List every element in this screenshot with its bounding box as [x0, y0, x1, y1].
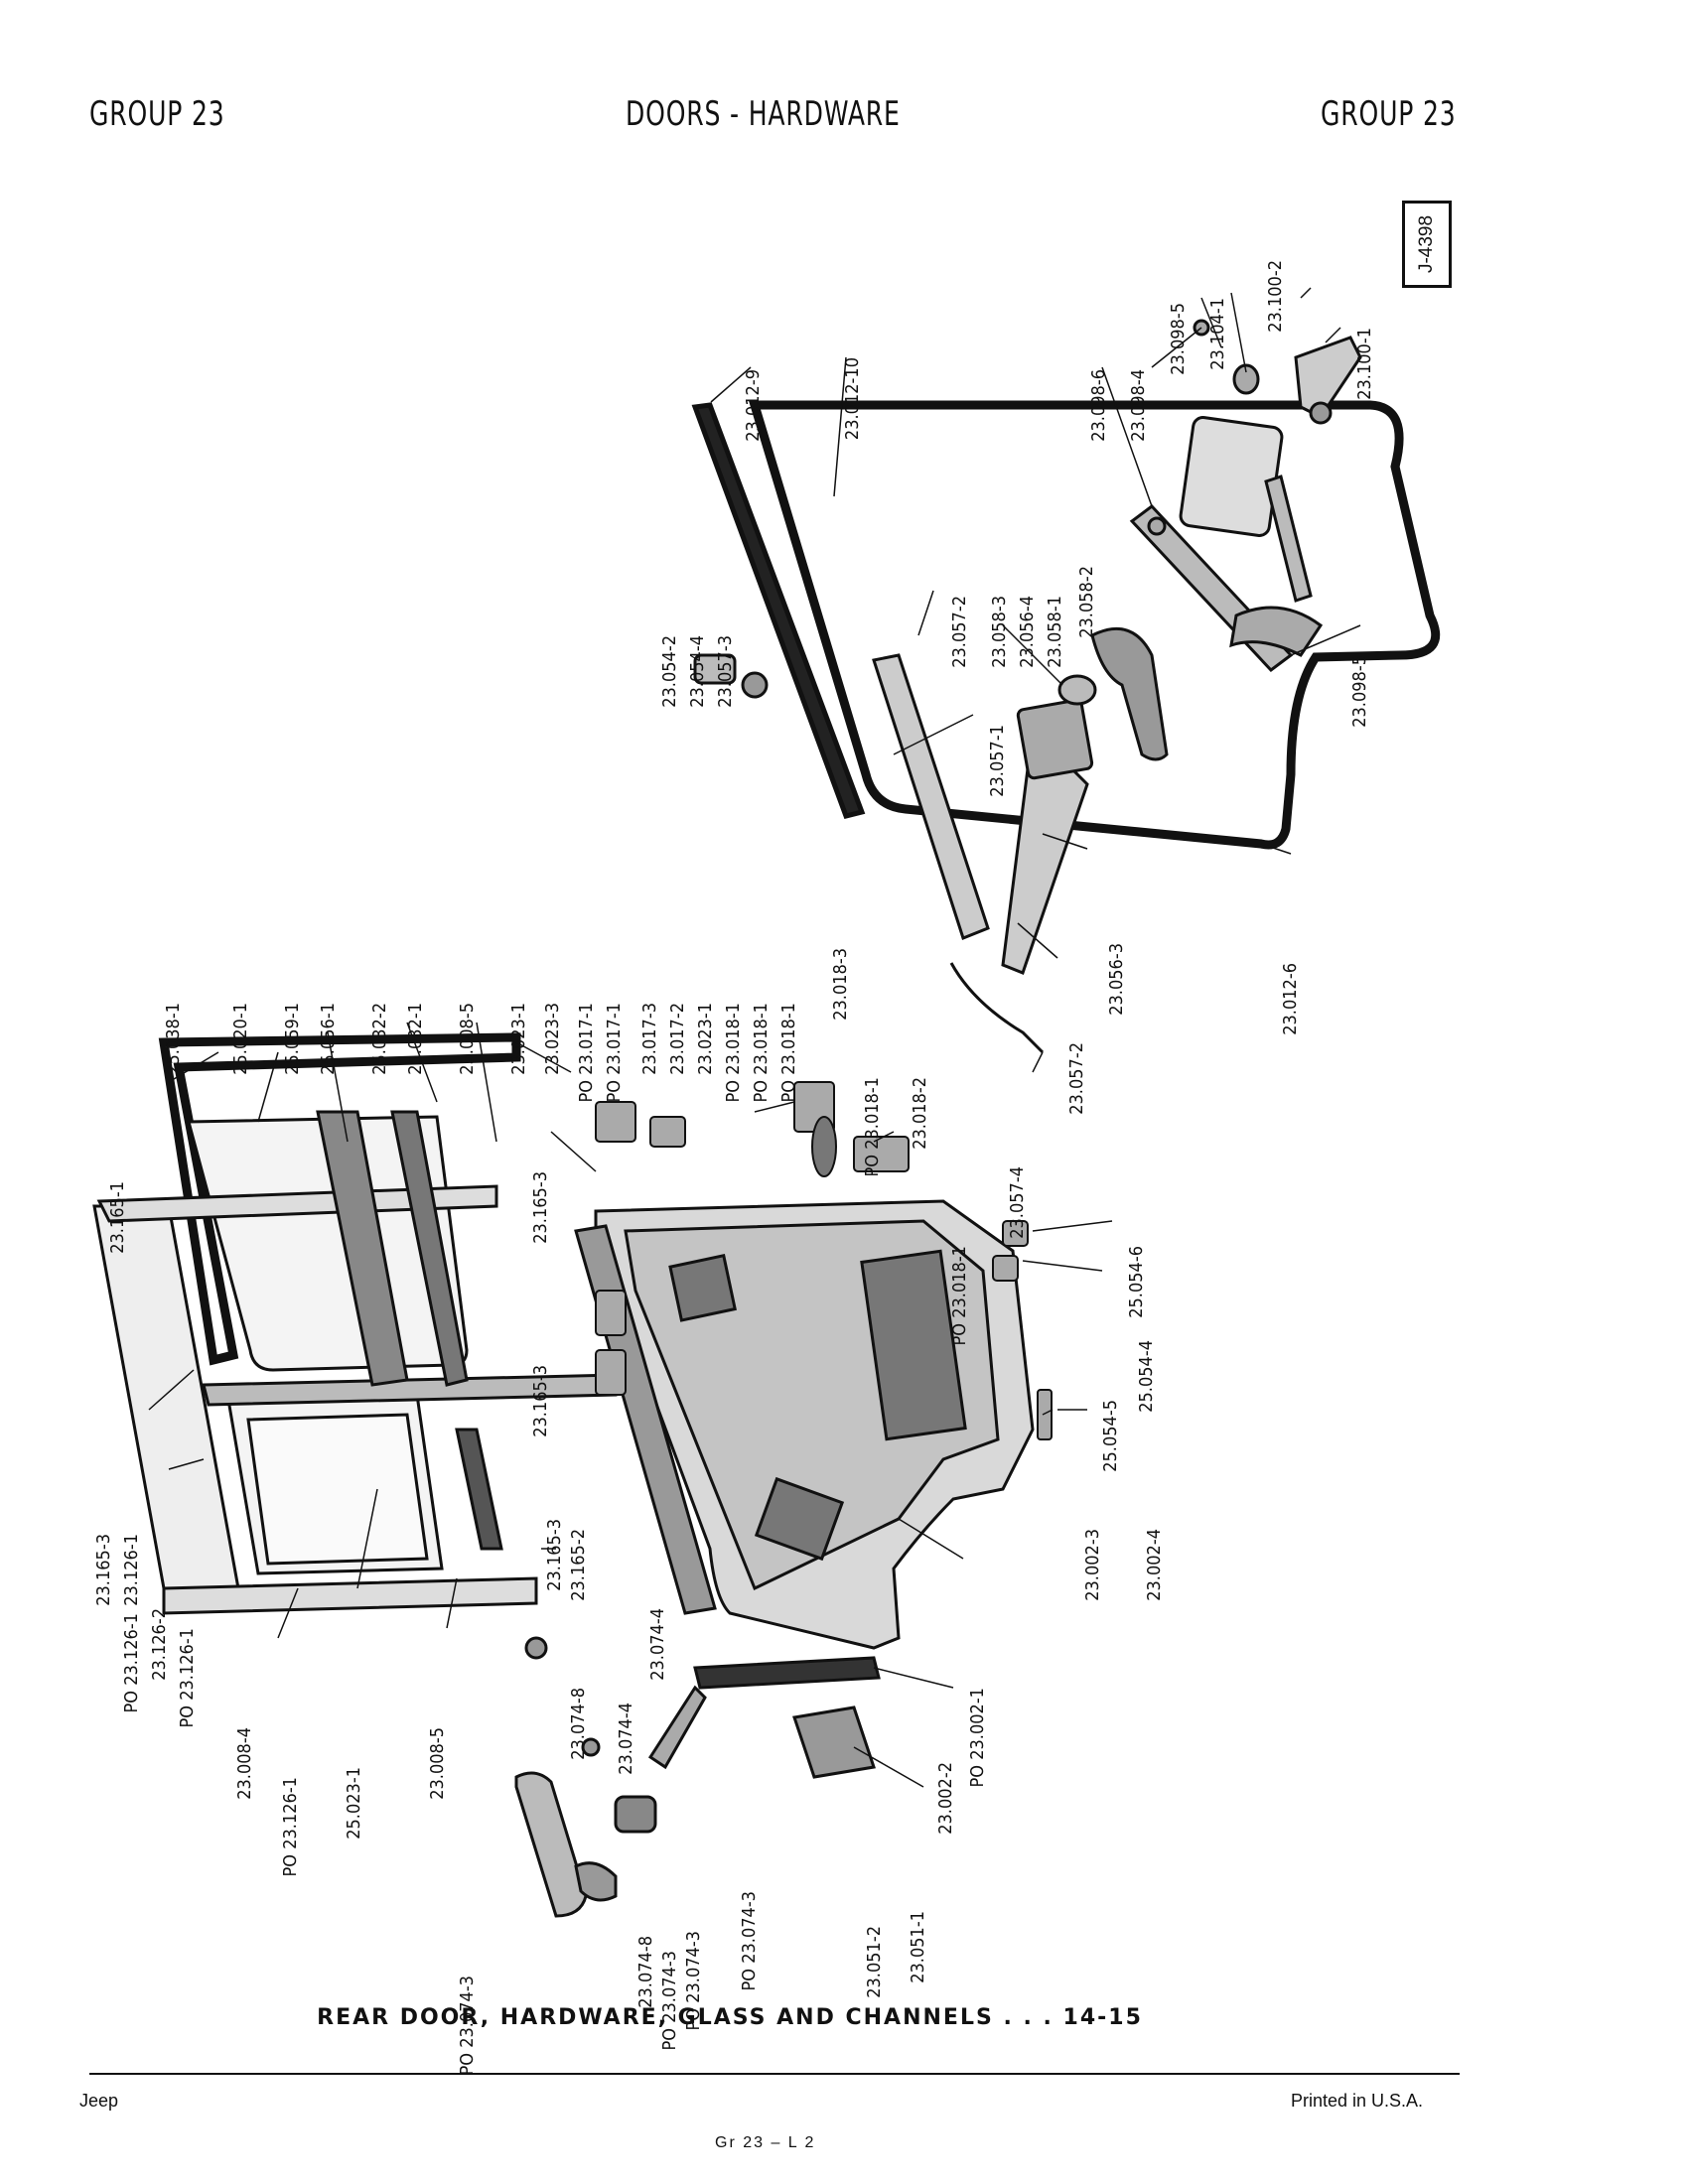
window-regulator-drawing — [1129, 319, 1362, 673]
callout: 23.104-1 — [1207, 298, 1228, 370]
callout: 25.032-2 — [369, 1003, 390, 1075]
callout: 23.023-1 — [695, 1003, 716, 1075]
callout: PO 23.126-1 — [280, 1777, 301, 1876]
callout: PO 23.074-3 — [659, 1951, 680, 2050]
footer-divider — [89, 2073, 1460, 2075]
callout: PO 23.018-1 — [751, 1003, 772, 1102]
callout: PO 23.018-1 — [862, 1077, 883, 1176]
callout: 23.057-3 — [715, 635, 736, 708]
callout: PO 23.126-1 — [121, 1613, 142, 1712]
callout: 23.098-4 — [1128, 369, 1149, 442]
callout: 25.056-1 — [318, 1003, 339, 1075]
callout: PO 23.018-1 — [778, 1003, 799, 1102]
callout: 23.018-2 — [910, 1077, 930, 1150]
window-glass-drawing — [92, 1032, 618, 1615]
callout: 25.020-1 — [230, 1003, 251, 1075]
part-callouts: 23.012-9 23.012-10 23.098-6 23.098-4 23.… — [93, 260, 1375, 2075]
door-lock-linkage-drawing — [693, 626, 1169, 1054]
callout: 23.057-1 — [987, 725, 1008, 797]
callout: 23.074-8 — [568, 1688, 589, 1760]
callout: 23.126-2 — [149, 1608, 170, 1681]
callout: 23.056-3 — [1106, 943, 1127, 1016]
page-number: Gr 23 – L 2 — [715, 2134, 816, 2151]
callout: 23.057-4 — [1007, 1166, 1028, 1239]
callout: 23.002-3 — [1082, 1529, 1103, 1601]
door-weatherstrip-drawing — [691, 400, 1441, 850]
callout: PO 23.017-1 — [604, 1003, 625, 1102]
callout: 23.165-2 — [568, 1529, 589, 1601]
callout: 23.023-3 — [542, 1003, 563, 1075]
callout: 23.012-10 — [842, 357, 863, 440]
reference-number-box: J-4398 — [1402, 201, 1452, 288]
callout: PO 23.018-1 — [723, 1003, 744, 1102]
callout: 23.018-3 — [830, 948, 851, 1021]
callout: 23.098-5 — [1349, 655, 1370, 728]
callout: 23.098-6 — [1088, 369, 1109, 442]
callout: 23.051-2 — [864, 1926, 885, 1998]
callout: PO 23.017-1 — [576, 1003, 597, 1102]
callout: 23.012-6 — [1280, 963, 1301, 1035]
callout: 23.165-1 — [107, 1181, 128, 1254]
callout: 25.023-1 — [344, 1767, 364, 1840]
callout: 23.017-3 — [639, 1003, 660, 1075]
callout: 23.126-1 — [121, 1534, 142, 1606]
callout: 23.165-3 — [93, 1534, 114, 1606]
callout: 25.032-1 — [405, 1003, 426, 1075]
callout: 23.074-8 — [635, 1936, 656, 2008]
door-hinges-drawing — [595, 1081, 1053, 1440]
callout: 25.038-1 — [163, 1003, 184, 1075]
callout: PO 23.018-1 — [949, 1246, 970, 1345]
footer-brand: Jeep — [79, 2091, 119, 2111]
callout: 23.098-5 — [1168, 303, 1189, 375]
callout: 23.100-2 — [1265, 260, 1286, 333]
callout: 23.058-3 — [989, 596, 1010, 668]
callout: 23.100-1 — [1354, 328, 1375, 400]
callout: 23.054-4 — [687, 635, 708, 708]
callout: 23.074-4 — [616, 1703, 636, 1775]
callout: 23.058-1 — [1045, 596, 1065, 668]
callout: PO 23.002-1 — [967, 1688, 988, 1787]
callout: 23.008-5 — [457, 1003, 478, 1075]
callout: 23.002-4 — [1144, 1529, 1165, 1601]
leader-lines — [148, 287, 1361, 1788]
group-header-left: GROUP 23 — [89, 94, 225, 134]
figure-caption: REAR DOOR, HARDWARE, GLASS AND CHANNELS … — [317, 2005, 1143, 2030]
callout: PO 23.074-3 — [457, 1976, 478, 2075]
callout: 25.054-4 — [1136, 1340, 1157, 1413]
outside-handle-drawing — [514, 1636, 876, 1918]
callout: 25.054-5 — [1100, 1400, 1121, 1472]
footer-printed: Printed in U.S.A. — [1291, 2091, 1424, 2111]
callout: 23.054-2 — [659, 635, 680, 708]
callout: 25.054-6 — [1126, 1246, 1147, 1318]
callout: 23.051-1 — [908, 1911, 928, 1983]
callout: 23.165-3 — [530, 1365, 551, 1437]
callout: PO 23.074-3 — [739, 1891, 760, 1990]
callout: 23.023-1 — [508, 1003, 529, 1075]
callout: 23.057-2 — [1066, 1042, 1087, 1115]
callout: 23.058-2 — [1076, 566, 1097, 638]
group-header-right: GROUP 23 — [1321, 94, 1457, 134]
callout: 23.008-5 — [427, 1727, 448, 1800]
callout: 23.165-3 — [530, 1171, 551, 1244]
callout: 23.002-2 — [935, 1762, 956, 1835]
callout: PO 23.074-3 — [683, 1931, 704, 2030]
callout: 23.074-4 — [647, 1608, 668, 1681]
callout: 23.012-9 — [743, 369, 764, 442]
callout: 25.059-1 — [282, 1003, 303, 1075]
callout: 23.017-2 — [667, 1003, 688, 1075]
callout: 23.056-4 — [1017, 596, 1038, 668]
page-title: DOORS - HARDWARE — [626, 94, 901, 134]
callout: 23.057-2 — [949, 596, 970, 668]
callout: 23.008-4 — [234, 1727, 255, 1800]
callout: 23.165-3 — [544, 1519, 565, 1591]
callout: PO 23.126-1 — [177, 1628, 198, 1727]
